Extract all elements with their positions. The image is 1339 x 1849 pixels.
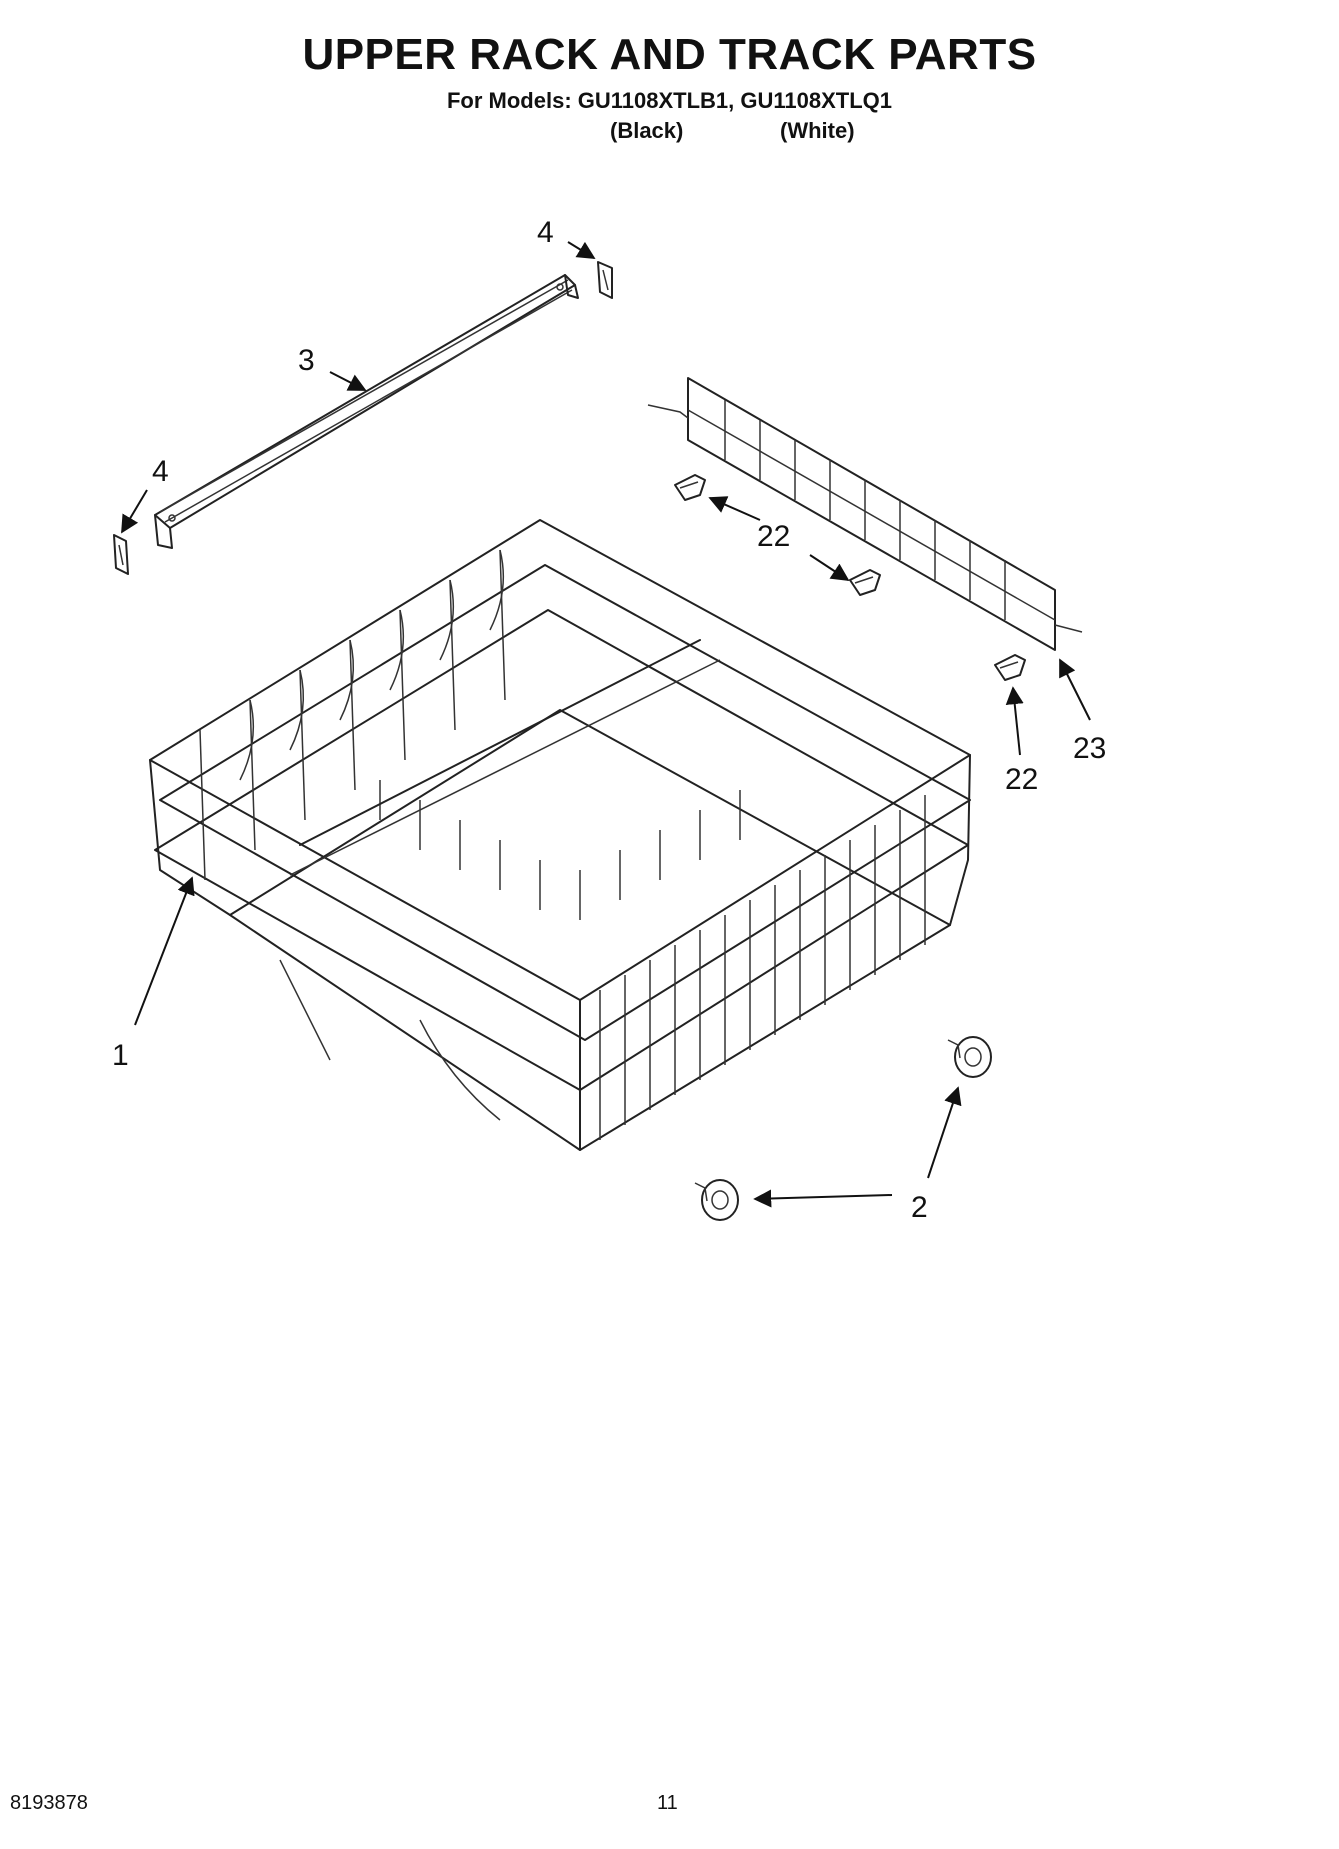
page-number: 11 [657,1792,678,1814]
variant-black-label: (Black) [610,118,684,143]
callout-label-1: 1 [112,1039,129,1072]
track-rail-part-3 [154,274,579,549]
callout-label-3: 3 [298,344,315,377]
callout-arrow-22-b [809,554,850,581]
callout-arrow-4-left [121,489,148,534]
track-end-cap-part-4-top [597,261,613,299]
callout-arrow-23 [1059,658,1091,721]
callout-arrow-22-a [708,496,761,521]
callout-label-22-b: 22 [1005,763,1038,796]
rack-roller-part-2-b [694,1179,739,1221]
cup-shelf-grid-part-23 [647,377,1083,651]
models-line: For Models: GU1108XTLB1, GU1108XTLQ1 [446,88,893,113]
variant-white-label: (White) [780,118,855,143]
callout-label-2: 2 [911,1191,928,1224]
document-number: 8193878 [10,1792,88,1814]
callout-arrow-2-a [927,1086,962,1179]
callout-arrow-22-c [1005,686,1024,756]
callout-label-22-a: 22 [757,520,790,553]
callout-arrow-2-b [753,1189,893,1208]
page-title: UPPER RACK AND TRACK PARTS [302,30,1037,79]
callout-label-4-left: 4 [152,455,169,488]
shelf-clip-part-22-c [994,654,1026,681]
track-end-cap-part-4-left [113,534,129,575]
upper-rack-basket-part-1 [149,519,971,1151]
callout-label-23: 23 [1073,732,1106,765]
rack-roller-part-2-a [947,1036,992,1078]
shelf-clip-part-22-a [674,474,706,501]
shelf-clip-part-22-b [849,569,881,596]
callout-arrow-1 [134,876,195,1026]
callout-arrow-4-top [567,241,596,259]
callout-arrow-3 [329,371,367,391]
callout-label-4-top: 4 [537,216,554,249]
